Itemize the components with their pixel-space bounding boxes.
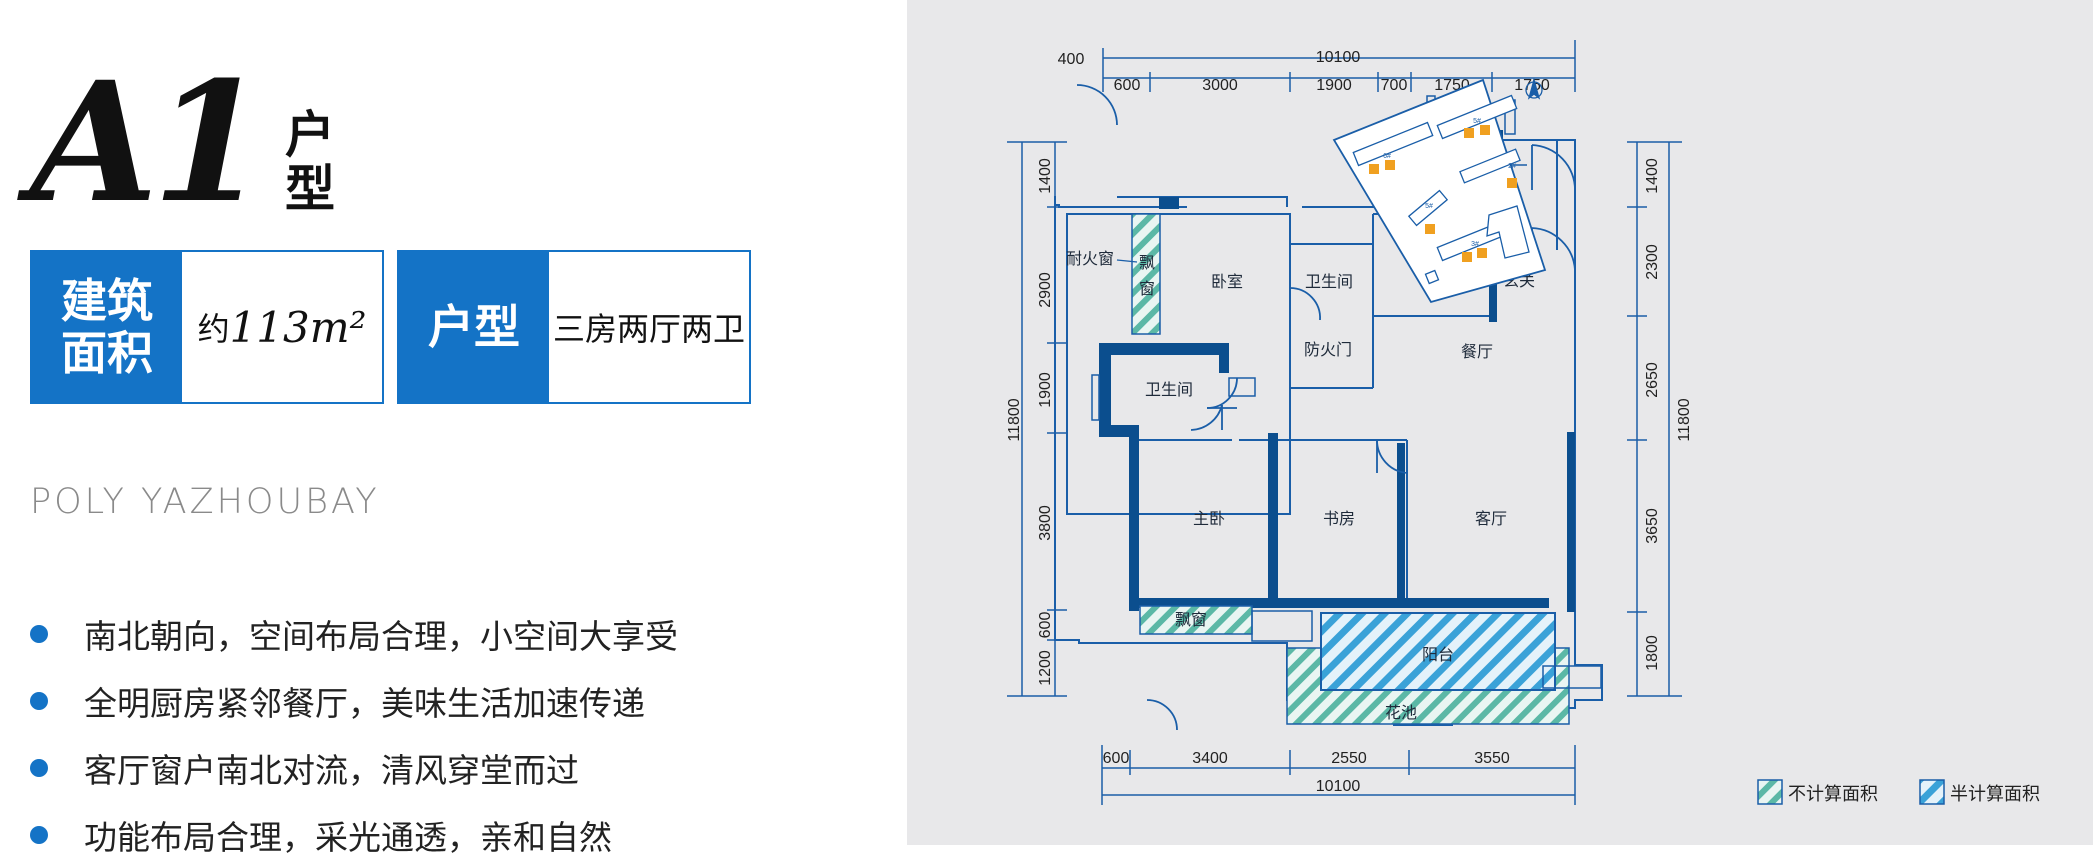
dim-left-seg: 3800: [1037, 505, 1054, 541]
dim-left-seg: 2900: [1037, 272, 1054, 308]
room-bathroom-top: 卫生间: [1305, 272, 1353, 291]
dim-left-seg: 1200: [1037, 650, 1054, 686]
room-living: 客厅: [1475, 509, 1507, 528]
room-fire-window: 耐火窗: [1066, 249, 1114, 268]
dim-left-seg: 1900: [1037, 372, 1054, 408]
dim-right-seg: 1400: [1644, 158, 1661, 194]
dim-top-total: 10100: [1316, 49, 1361, 66]
dim-bottom-seg: 3400: [1192, 750, 1228, 767]
room-bedroom: 卧室: [1211, 272, 1243, 291]
north-arrow-icon: [1525, 77, 1543, 100]
room-bathroom-left: 卫生间: [1145, 380, 1193, 399]
floor-plan-drawing: 400 10100 600 3000 1900 700 1750 1750 60…: [1006, 40, 2040, 805]
room-bay-window-v2: 窗: [1139, 279, 1155, 298]
dim-right-seg: 3650: [1644, 508, 1661, 544]
dim-left-seg: 1400: [1037, 158, 1054, 194]
dim-bottom-seg: 600: [1103, 750, 1130, 767]
area-value: 约 113 m²: [182, 252, 382, 402]
dim-bottom-seg: 2550: [1331, 750, 1367, 767]
area-prefix: 约: [197, 310, 230, 348]
area-label: 建筑面积: [32, 252, 182, 402]
dim-top-seg: 3000: [1202, 77, 1238, 94]
bay-window-hatch-vertical: [1131, 213, 1161, 335]
site-building-label: 5#: [1425, 203, 1433, 210]
legend-swatch-blue: [1919, 779, 1945, 805]
room-flower-bed-bottom: 花池: [1385, 703, 1417, 722]
dim-left-seg: 600: [1037, 612, 1054, 639]
area-number: 113: [229, 302, 310, 352]
floor-plan-panel: 400 10100 600 3000 1900 700 1750 1750 60…: [907, 0, 2093, 845]
site-building-label: 2#: [1508, 163, 1516, 170]
feature-text: 功能布局合理，采光通透，亲和自然: [84, 817, 612, 857]
dim-right-total: 11800: [1676, 398, 1693, 441]
site-map: 6# 5# 2# 5# 3#: [1332, 77, 1547, 304]
info-panel: A1 户型 建筑面积 约 113 m² 户型 三房两厅两卫 POLY YAZHO…: [0, 0, 900, 857]
bullet-icon: [30, 825, 48, 844]
feature-text: 客厅窗户南北对流，清风穿堂而过: [84, 750, 579, 790]
dim-top-offset: 400: [1058, 51, 1085, 68]
room-fire-door: 防火门: [1304, 340, 1352, 359]
dim-right-seg: 2650: [1644, 362, 1661, 398]
dim-bottom-seg: 3550: [1474, 750, 1510, 767]
bullet-icon: [30, 758, 48, 777]
feature-text: 南北朝向，空间布局合理，小空间大享受: [84, 616, 678, 656]
room-dining: 餐厅: [1461, 342, 1493, 361]
site-building-label: 3#: [1471, 241, 1479, 248]
bullet-icon: [30, 624, 48, 643]
dim-top-seg: 600: [1114, 77, 1141, 94]
dim-top-seg: 700: [1381, 77, 1408, 94]
feature-list: 南北朝向，空间布局合理，小空间大享受 全明厨房紧邻餐厅，美味生活加速传递 客厅窗…: [30, 600, 678, 868]
feature-item: 功能布局合理，采光通透，亲和自然: [30, 801, 678, 868]
balcony-hatch: [1320, 612, 1556, 691]
area-box: 建筑面积 约 113 m²: [30, 250, 384, 404]
legend-swatch-green: [1757, 779, 1783, 805]
legend-half-counted: 半计算面积: [1950, 784, 2040, 805]
area-unit: m²: [309, 302, 367, 352]
bay-window-hatch-bottom: [1139, 605, 1253, 635]
room-study: 书房: [1323, 509, 1355, 528]
legend: 不计算面积 半计算面积: [1757, 779, 2040, 805]
unit-type-logo: A1 户型: [30, 60, 390, 240]
type-label: 户型: [399, 252, 549, 402]
room-bay-window-bottom: 飘窗: [1175, 610, 1207, 629]
dim-right-seg: 2300: [1644, 244, 1661, 280]
feature-item: 客厅窗户南北对流，清风穿堂而过: [30, 734, 678, 801]
bullet-icon: [30, 691, 48, 710]
dim-left-total: 11800: [1006, 398, 1023, 441]
dim-right-seg: 1800: [1644, 635, 1661, 671]
site-building-label: 5#: [1473, 118, 1481, 125]
site-building-label: 6#: [1383, 153, 1391, 160]
legend-not-counted: 不计算面积: [1788, 784, 1878, 805]
room-bay-window-v1: 飘: [1139, 253, 1155, 272]
unit-type-code: A1: [30, 45, 267, 239]
feature-item: 全明厨房紧邻餐厅，美味生活加速传递: [30, 667, 678, 734]
type-box: 户型 三房两厅两卫: [397, 250, 751, 404]
unit-type-suffix: 户型: [285, 105, 335, 218]
type-value: 三房两厅两卫: [552, 310, 745, 348]
room-master-bedroom: 主卧: [1193, 509, 1225, 528]
dim-top-seg: 1900: [1316, 77, 1352, 94]
room-balcony-bottom: 阳台: [1422, 645, 1454, 664]
feature-text: 全明厨房紧邻餐厅，美味生活加速传递: [84, 683, 645, 723]
dim-bottom-total: 10100: [1316, 778, 1361, 795]
brand-subtitle: POLY YAZHOUBAY: [30, 482, 380, 522]
feature-item: 南北朝向，空间布局合理，小空间大享受: [30, 600, 678, 667]
